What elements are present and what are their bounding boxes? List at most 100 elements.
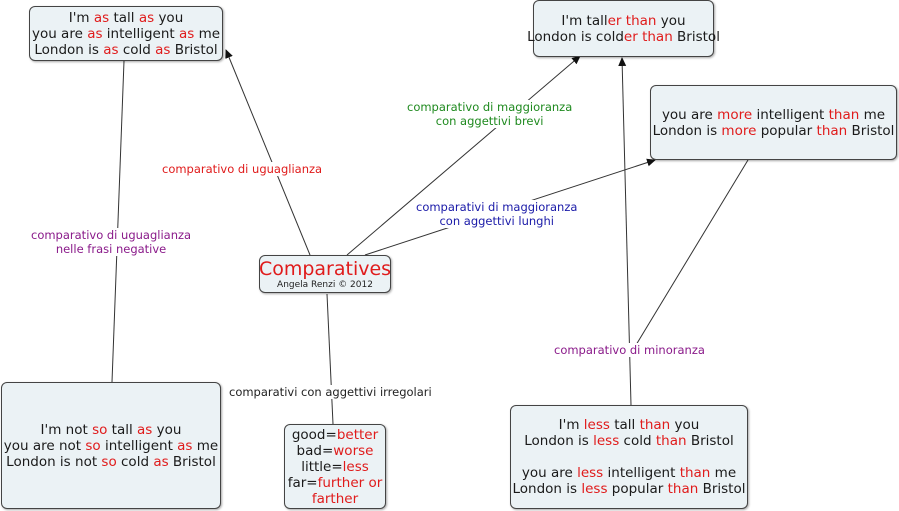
- node-line: you are as intelligent as me: [32, 26, 220, 42]
- node-line: London is less cold than Bristol: [524, 433, 733, 449]
- highlighted-keyword: as: [177, 437, 193, 454]
- text-segment: Bristol: [847, 122, 895, 139]
- node-line: London is colder than Bristol: [527, 29, 720, 45]
- text-segment: me: [710, 465, 737, 481]
- text-segment: I'm: [558, 417, 584, 433]
- link-center-to-irregular: [326, 293, 334, 425]
- highlighted-keyword: as: [155, 41, 171, 58]
- highlighted-keyword: less: [593, 433, 620, 449]
- text-segment: cold: [118, 41, 156, 58]
- label-equality-negative: comparativo di uguaglianza nelle frasi n…: [31, 228, 192, 256]
- text-segment: me: [859, 106, 886, 123]
- label-equality-text: comparativo di uguaglianza: [162, 162, 323, 176]
- label-superiority-short-line1: comparativo di maggioranza: [407, 100, 573, 114]
- highlighted-keyword: as: [87, 25, 103, 42]
- text-segment: you are: [31, 25, 88, 42]
- text-segment: London is: [512, 481, 582, 497]
- text-segment: intelligent: [100, 437, 178, 454]
- highlighted-keyword: as: [138, 9, 155, 26]
- highlighted-keyword: as: [137, 421, 153, 438]
- node-line: London is as cold as Bristol: [34, 42, 217, 58]
- highlighted-keyword: better: [336, 426, 379, 443]
- highlighted-keyword: so: [101, 453, 117, 470]
- node-line: far=further or: [288, 475, 383, 491]
- node-line: I'm taller than you: [561, 13, 685, 29]
- node-line: London is more popular than Bristol: [653, 123, 895, 139]
- text-segment: tall: [107, 421, 138, 438]
- link-center-to-equality: [225, 49, 311, 256]
- node-line: you are not so intelligent as me: [4, 438, 218, 454]
- central-topic-node[interactable]: Comparatives Angela Renzi © 2012: [259, 255, 391, 293]
- text-segment: you: [656, 12, 686, 29]
- text-segment: London is: [652, 122, 722, 139]
- highlighted-keyword: er than: [623, 28, 673, 45]
- text-segment: cold: [619, 433, 656, 449]
- highlighted-keyword: as: [178, 25, 195, 42]
- text-segment: I'm tall: [561, 12, 608, 29]
- node-line: bad=worse: [297, 443, 374, 459]
- text-segment: Bristol: [686, 433, 734, 449]
- link-center-to-superiority-short: [346, 55, 581, 256]
- highlighted-keyword: more: [717, 106, 753, 123]
- text-segment: London is: [34, 41, 104, 58]
- node-line: farther: [312, 491, 358, 507]
- text-segment: tall: [109, 9, 139, 26]
- text-segment: Bristol: [672, 28, 720, 45]
- text-segment: intelligent: [603, 465, 680, 481]
- text-segment: intelligent: [102, 25, 179, 42]
- text-segment: popular: [607, 481, 668, 497]
- text-segment: London is not: [6, 453, 102, 470]
- text-segment: Bristol: [170, 41, 218, 58]
- highlighted-keyword: than: [655, 433, 687, 449]
- link-equality-to-negative: [111, 60, 125, 383]
- highlighted-keyword: less: [581, 481, 608, 497]
- label-superiority-long-line1: comparativi di maggioranza: [416, 200, 578, 214]
- text-segment: Bristol: [698, 481, 746, 497]
- text-segment: you: [670, 417, 700, 433]
- label-irregular-text: comparativi con aggettivi irregolari: [229, 385, 432, 399]
- author-credit: Angela Renzi © 2012: [277, 279, 373, 290]
- text-segment: I'm not: [40, 421, 93, 438]
- node-line: you are more intelligent than me: [662, 107, 885, 123]
- text-segment: intelligent: [752, 106, 829, 123]
- label-irregular: comparativi con aggettivi irregolari: [229, 385, 432, 399]
- text-segment: little=: [301, 458, 343, 475]
- text-segment: you are: [661, 106, 718, 123]
- node-line: you are less intelligent than me: [522, 465, 736, 481]
- highlighted-keyword: less: [583, 417, 610, 433]
- highlighted-keyword: less: [577, 465, 604, 481]
- highlighted-keyword: er than: [607, 12, 657, 29]
- highlighted-keyword: as: [153, 453, 169, 470]
- highlighted-keyword: than: [679, 465, 711, 481]
- text-segment: London is: [524, 433, 594, 449]
- label-inferiority-text: comparativo di minoranza: [554, 343, 705, 357]
- highlighted-keyword: than: [816, 122, 848, 139]
- highlighted-keyword: than: [639, 417, 671, 433]
- node-line: I'm less tall than you: [559, 417, 700, 433]
- text-segment: Bristol: [168, 453, 216, 470]
- text-segment: me: [194, 25, 221, 42]
- text-segment: cold: [116, 453, 154, 470]
- highlighted-keyword: as: [103, 41, 119, 58]
- highlighted-keyword: farther: [311, 490, 359, 507]
- highlighted-keyword: further or: [317, 474, 383, 491]
- text-segment: me: [192, 437, 219, 454]
- highlighted-keyword: less: [342, 458, 369, 475]
- label-superiority-long-line2: con aggettivi lunghi: [439, 214, 554, 228]
- text-segment: London is cold: [527, 28, 624, 45]
- node-line: I'm as tall as you: [69, 10, 184, 26]
- link-superiority-long-to-inferiority: [635, 159, 749, 346]
- node-line: I'm not so tall as you: [41, 422, 182, 438]
- highlighted-keyword: as: [93, 9, 110, 26]
- label-inferiority: comparativo di minoranza: [554, 343, 705, 357]
- highlighted-keyword: worse: [333, 442, 374, 459]
- highlighted-keyword: than: [828, 106, 860, 123]
- node-line: London is not so cold as Bristol: [6, 454, 216, 470]
- central-topic-title: Comparatives: [258, 257, 392, 280]
